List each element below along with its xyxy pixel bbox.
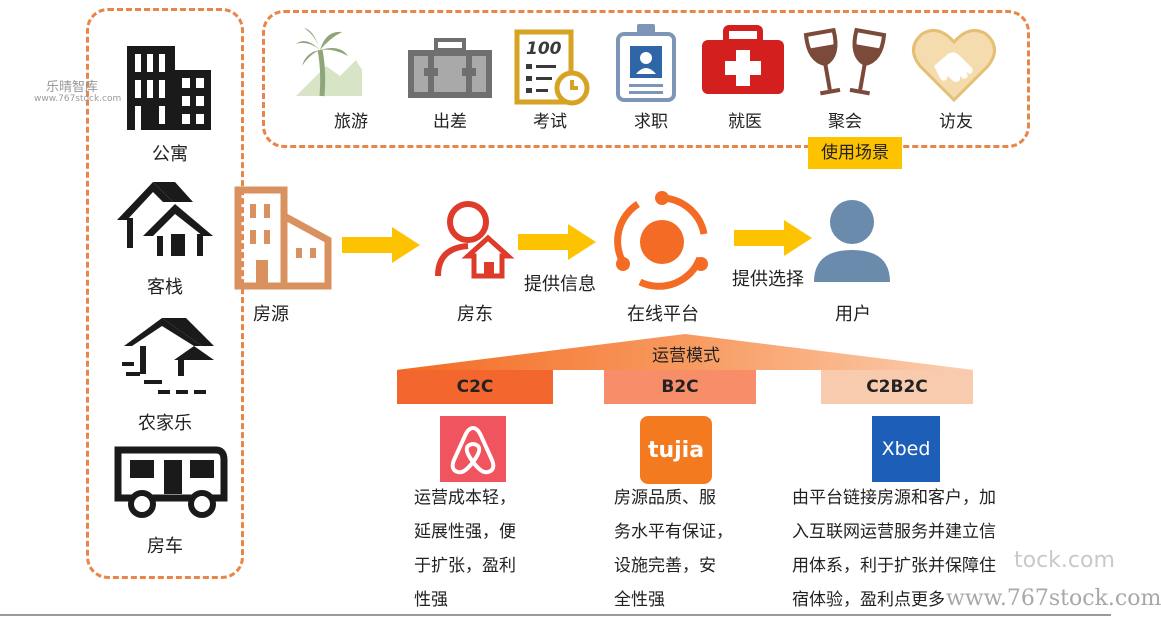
scene-label-business-trip: 出差 — [433, 112, 467, 132]
flow-edge-label-info: 提供信息 — [524, 274, 596, 295]
flow-node-landlord: 房东 — [457, 304, 493, 325]
watermark-url: www.767stock.com — [946, 586, 1161, 611]
flow-node-platform: 在线平台 — [627, 304, 699, 325]
operating-models-title: 运营模式 — [652, 346, 720, 366]
palm-tree-icon — [296, 28, 362, 97]
wine-glasses-icon — [803, 27, 887, 96]
platform-hub-icon — [614, 191, 708, 290]
xbed-logo-text: Xbed — [881, 438, 931, 460]
desc-line: 务水平有保证， — [614, 522, 733, 542]
flow-arrow-3 — [734, 220, 812, 256]
desc-line: 房源品质、服 — [614, 488, 716, 508]
farmhouse-icon — [122, 318, 214, 394]
lodging-types-panel — [86, 8, 244, 579]
flow-arrow-1 — [342, 227, 420, 263]
desc-line: 由平台链接房源和客户，加 — [792, 488, 996, 508]
model-c2c-bar: C2C — [397, 370, 553, 404]
lodging-label-inn: 客栈 — [147, 277, 183, 298]
desc-line: 于扩张，盈利 — [414, 556, 516, 576]
operating-models-header-shape — [396, 334, 974, 370]
svg-text:100: 100 — [526, 39, 562, 59]
briefcase-icon — [408, 38, 492, 98]
lodging-label-rv: 房车 — [147, 536, 183, 557]
exam-sheet-icon: 100 — [514, 29, 590, 106]
scene-label-party: 聚会 — [828, 112, 862, 132]
model-c2b2c-description: 由平台链接房源和客户，加 入互联网运营服务并建立信 用体系，利于扩张并保障住 宿… — [792, 481, 1032, 617]
bottom-divider — [0, 614, 1111, 616]
scene-label-travel: 旅游 — [334, 112, 368, 132]
model-c2b2c-bar: C2B2C — [821, 370, 973, 404]
desc-line: 性强 — [414, 590, 448, 610]
scene-label-exam: 考试 — [533, 112, 567, 132]
lodging-label-farmhouse: 农家乐 — [138, 413, 192, 434]
rv-camper-icon — [114, 446, 228, 518]
property-building-icon — [234, 186, 332, 290]
scene-label-job-hunting: 求职 — [634, 112, 668, 132]
desc-line: 运营成本轻， — [414, 488, 516, 508]
handshake-heart-icon — [912, 28, 996, 103]
landlord-icon — [435, 201, 515, 279]
desc-line: 设施完善，安 — [614, 556, 716, 576]
flow-arrow-2 — [518, 224, 596, 260]
desc-line: 宿体验，盈利点更多 — [792, 590, 945, 610]
airbnb-logo — [440, 416, 506, 482]
use-scenes-panel — [262, 10, 1030, 148]
tujia-logo: tujia — [640, 416, 712, 484]
scene-label-medical: 就医 — [728, 112, 762, 132]
first-aid-kit-icon — [702, 25, 784, 94]
model-b2c-bar: B2C — [604, 370, 756, 404]
watermark-url-small: www.767stock.com — [34, 94, 122, 104]
flow-node-property: 房源 — [253, 304, 289, 325]
flow-node-user: 用户 — [835, 304, 871, 325]
id-badge-icon — [616, 24, 676, 102]
watermark-url-fragment: tock.com — [1014, 548, 1115, 573]
model-b2c-description: 房源品质、服 务水平有保证， 设施完善，安 全性强 — [614, 481, 754, 617]
flow-edge-label-choice: 提供选择 — [732, 269, 804, 290]
desc-line: 入互联网运营服务并建立信 — [792, 522, 996, 542]
tujia-logo-text: tujia — [647, 437, 705, 463]
user-icon — [814, 200, 890, 282]
scene-label-visit-friends: 访友 — [939, 112, 973, 132]
inn-houses-icon — [117, 182, 213, 256]
watermark-brand: 乐晴智库 — [46, 80, 99, 95]
apartment-building-icon — [127, 46, 211, 130]
desc-line: 全性强 — [614, 590, 665, 610]
lodging-label-apartment: 公寓 — [152, 144, 188, 165]
xbed-logo: Xbed — [872, 416, 940, 482]
desc-line: 用体系，利于扩张并保障住 — [792, 556, 996, 576]
model-c2c-description: 运营成本轻， 延展性强，便 于扩张，盈利 性强 — [414, 481, 544, 617]
desc-line: 延展性强，便 — [414, 522, 516, 542]
use-scenes-tag: 使用场景 — [808, 137, 902, 169]
